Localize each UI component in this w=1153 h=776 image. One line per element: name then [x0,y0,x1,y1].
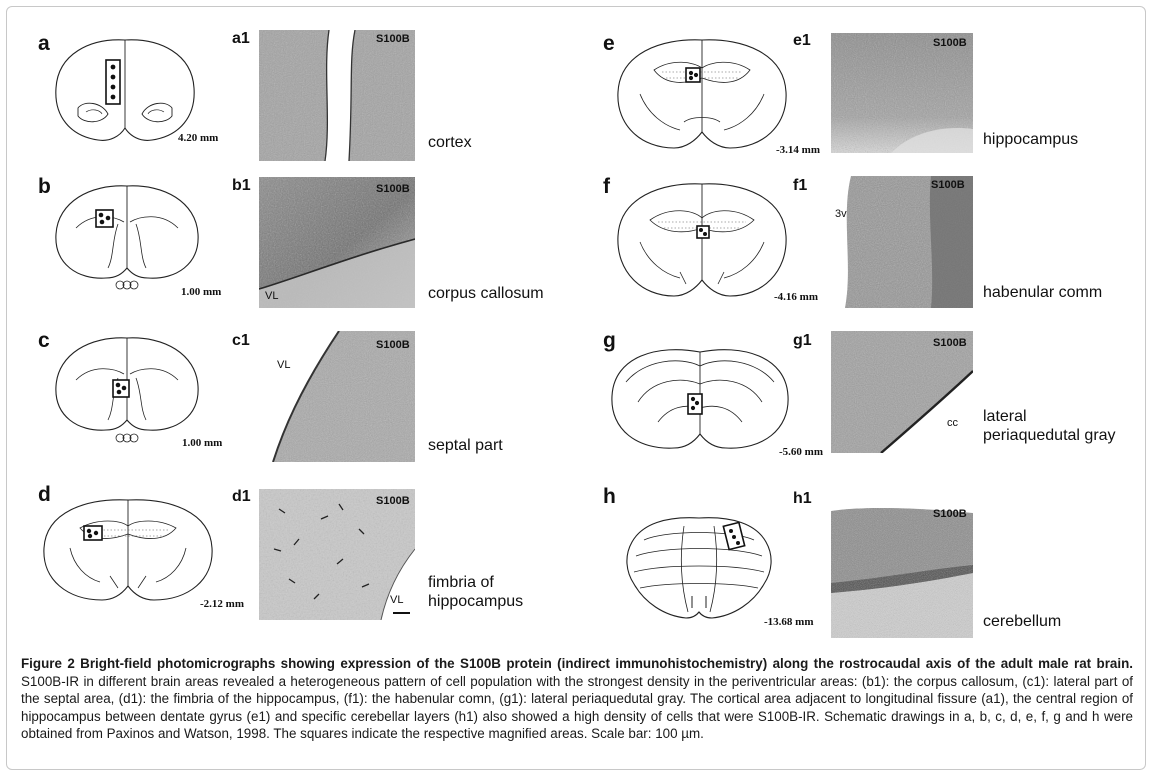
panel-label-c1: c1 [232,332,250,349]
stain-tag-g1: S100B [933,337,967,349]
panel-label-g1: g1 [793,332,812,349]
panel-label-b1: b1 [232,177,251,194]
region-label-g1: lateral periaquedutal gray [983,407,1116,445]
stain-tag-f1: S100B [931,179,965,191]
micrograph-f1 [831,176,973,308]
panel-label-d1: d1 [232,488,251,505]
schematic-d [40,496,216,606]
panel-label-a1: a1 [232,30,250,47]
schematic-e [614,36,790,156]
stain-tag-e1: S100B [933,37,967,49]
region-label-e1: hippocampus [983,131,1079,148]
panel-letter-d: d [38,483,51,506]
schematic-g [608,342,792,456]
region-label-d1-line1: fimbria of [428,574,494,591]
panel-letter-c: c [38,329,50,352]
inner-label-d1-vl: VL [390,594,404,606]
schematic-b [52,182,202,294]
micrograph-a1 [259,30,415,161]
micrograph-e1 [831,33,973,153]
coordinate-f: -4.16 mm [774,291,818,303]
coordinate-g: -5.60 mm [779,446,823,458]
stain-tag-h1: S100B [933,508,967,520]
panel-label-f1: f1 [793,177,808,194]
panel-letter-e: e [603,32,615,55]
coordinate-d: -2.12 mm [200,598,244,610]
stain-tag-a1: S100B [376,33,410,45]
stain-tag-c1: S100B [376,339,410,351]
inner-label-g1-cc: cc [947,417,958,429]
panel-label-h1: h1 [793,490,812,507]
micrograph-b1 [259,177,415,308]
schematic-c [52,334,202,446]
region-label-d1: fimbria of hippocampus [428,573,523,611]
inner-label-f1-3v: 3v [835,208,847,220]
region-label-a1: cortex [428,134,472,151]
coordinate-c: 1.00 mm [182,437,223,449]
inner-label-c1-vl: VL [277,359,291,371]
region-label-c1: septal part [428,437,503,454]
stain-tag-b1: S100B [376,183,410,195]
panel-label-e1: e1 [793,32,811,49]
coordinate-h: -13.68 mm [764,616,814,628]
panel-letter-f: f [603,175,610,198]
schematic-f [614,180,790,302]
region-label-h1: cerebellum [983,613,1062,630]
region-label-b1: corpus callosum [428,285,544,302]
stain-tag-d1: S100B [376,495,410,507]
micrograph-h1 [831,503,973,638]
coordinate-a: 4.20 mm [178,132,219,144]
region-label-d1-line2: hippocampus [428,593,524,611]
micrograph-g1 [831,331,973,453]
caption-body: S100B-IR in different brain areas reveal… [21,673,1133,742]
schematic-a [50,36,200,144]
region-label-g1-line2: periaquedutal gray [983,427,1116,445]
coordinate-b: 1.00 mm [181,286,222,298]
panel-letter-g: g [603,329,616,352]
coordinate-e: -3.14 mm [776,144,820,156]
caption-title: Figure 2 Bright-field photomicrographs s… [21,656,1133,671]
inner-label-b1-vl: VL [265,290,279,302]
region-label-g1-line1: lateral [983,408,1027,425]
region-label-f1: habenular comm [983,284,1103,301]
micrograph-d1 [259,489,415,620]
micrograph-c1 [259,331,415,462]
panel-letter-b: b [38,175,51,198]
panel-letter-a: a [38,32,50,55]
scale-bar [393,612,410,614]
panel-letter-h: h [603,485,616,508]
schematic-h [620,512,778,624]
figure-caption: Figure 2 Bright-field photomicrographs s… [21,655,1133,743]
